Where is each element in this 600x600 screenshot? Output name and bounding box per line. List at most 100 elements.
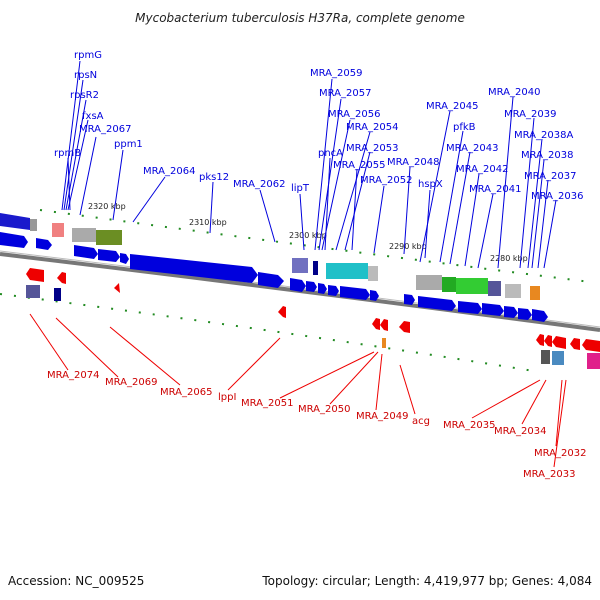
leader-line	[67, 157, 71, 211]
leader-line	[132, 176, 166, 223]
leader-line	[399, 364, 416, 415]
leader-line	[373, 185, 385, 254]
gene-arrow	[278, 306, 286, 318]
gene-arrow	[340, 286, 370, 300]
cog-box	[30, 219, 37, 231]
gene-label-MRA_2064: MRA_2064	[143, 166, 195, 177]
gene-arrow	[458, 301, 482, 314]
gene-label-MRA_2052: MRA_2052	[360, 175, 412, 186]
leader-line	[29, 313, 69, 371]
kbp-2320: 2320 kbp	[88, 202, 126, 211]
kbp-2310: 2310 kbp	[189, 218, 227, 227]
genome-summary-text: Topology: circular; Length: 4,419,977 bp…	[262, 574, 592, 588]
gene-label-rpsR2: rpsR2	[70, 90, 99, 101]
forward-gene-track	[0, 232, 548, 322]
gene-label-MRA_2034: MRA_2034	[494, 426, 546, 437]
gene-arrow	[318, 283, 327, 294]
gene-label-rpmB: rpmB	[54, 148, 81, 159]
gene-arrow	[404, 294, 415, 305]
gene-arrow	[370, 290, 379, 301]
accession-text: Accession: NC_009525	[8, 574, 145, 588]
gene-label-MRA_2045: MRA_2045	[426, 101, 478, 112]
leader-line	[344, 151, 371, 251]
leader-line	[464, 173, 480, 267]
gene-arrow	[0, 232, 28, 248]
gene-arrow	[306, 281, 317, 292]
gene-label-MRA_2055: MRA_2055	[333, 160, 385, 171]
leader-line	[497, 96, 514, 269]
leader-line	[419, 110, 451, 263]
gene-arrow	[36, 238, 52, 250]
gene-arrow	[114, 283, 120, 293]
gene-label-MRA_2043: MRA_2043	[446, 143, 498, 154]
leader-line	[555, 379, 563, 447]
gene-label-MRA_2038: MRA_2038	[521, 150, 573, 161]
gene-arrow	[26, 268, 44, 282]
gene-arrow	[482, 303, 504, 316]
leader-line	[324, 157, 331, 251]
cog-box	[416, 275, 442, 290]
leader-line	[259, 189, 276, 243]
leader-line	[543, 199, 557, 269]
gene-arrow	[532, 309, 548, 322]
gene-label-fxsA: fxsA	[82, 111, 104, 122]
gene-arrow	[290, 278, 306, 292]
cog-box	[96, 230, 122, 245]
leader-line	[109, 326, 181, 386]
gene-label-MRA_2036: MRA_2036	[531, 191, 583, 202]
leader-line	[521, 379, 547, 425]
gene-label-MRA_2069: MRA_2069	[105, 377, 157, 388]
gene-label-MRA_2059: MRA_2059	[310, 68, 362, 79]
gene-label-MRA_2062: MRA_2062	[233, 179, 285, 190]
reverse-cog-track	[26, 285, 600, 369]
cog-box	[313, 261, 318, 275]
leader-line	[61, 60, 81, 211]
gene-arrow	[552, 336, 566, 349]
cog-box	[456, 278, 488, 294]
leader-line	[209, 181, 214, 234]
reverse-gene-labels: MRA_2074 MRA_2069 MRA_2065 lppI MRA_2051…	[47, 370, 586, 480]
gene-label-hspX: hspX	[418, 179, 443, 190]
leader-line	[439, 130, 464, 263]
gene-label-MRA_2039: MRA_2039	[504, 109, 556, 120]
leader-line	[351, 168, 358, 251]
kbp-2280: 2280 kbp	[490, 254, 528, 263]
gene-arrow	[120, 253, 129, 264]
leader-line	[335, 131, 371, 251]
gene-arrow	[372, 318, 380, 330]
leader-line	[531, 159, 545, 269]
map-title: Mycobacterium tuberculosis H37Ra, comple…	[135, 11, 465, 25]
cog-box	[0, 213, 30, 230]
cog-box	[587, 353, 600, 369]
reverse-gene-track	[26, 268, 600, 352]
gene-arrow	[258, 272, 284, 288]
gene-label-MRA_2037: MRA_2037	[524, 171, 576, 182]
leader-line	[314, 78, 333, 251]
leader-line	[553, 379, 567, 468]
forward-leader-lines	[61, 60, 557, 269]
cog-box	[442, 277, 456, 292]
gene-arrow	[582, 339, 600, 352]
gene-arrow	[57, 272, 66, 284]
gene-label-MRA_2053: MRA_2053	[346, 143, 398, 154]
gene-label-MRA_2038A: MRA_2038A	[514, 130, 573, 141]
gene-label-MRA_2050: MRA_2050	[298, 404, 350, 415]
leader-line	[318, 98, 342, 251]
gene-label-MRA_2033: MRA_2033	[523, 469, 575, 480]
cog-box	[505, 284, 521, 298]
leader-line	[403, 166, 411, 255]
gene-label-lipT: lipT	[291, 183, 310, 194]
gene-label-lppI: lppI	[218, 392, 236, 403]
gene-arrow	[74, 245, 98, 259]
gene-label-MRA_2067: MRA_2067	[79, 124, 131, 135]
cog-box	[552, 351, 564, 365]
gene-arrow	[380, 319, 388, 331]
leader-line	[112, 149, 124, 221]
leader-line	[471, 379, 541, 419]
gene-arrow	[536, 334, 544, 346]
cog-box	[382, 338, 386, 348]
gene-label-MRA_2056: MRA_2056	[328, 109, 380, 120]
leader-line	[227, 337, 281, 391]
leader-line	[424, 189, 431, 259]
